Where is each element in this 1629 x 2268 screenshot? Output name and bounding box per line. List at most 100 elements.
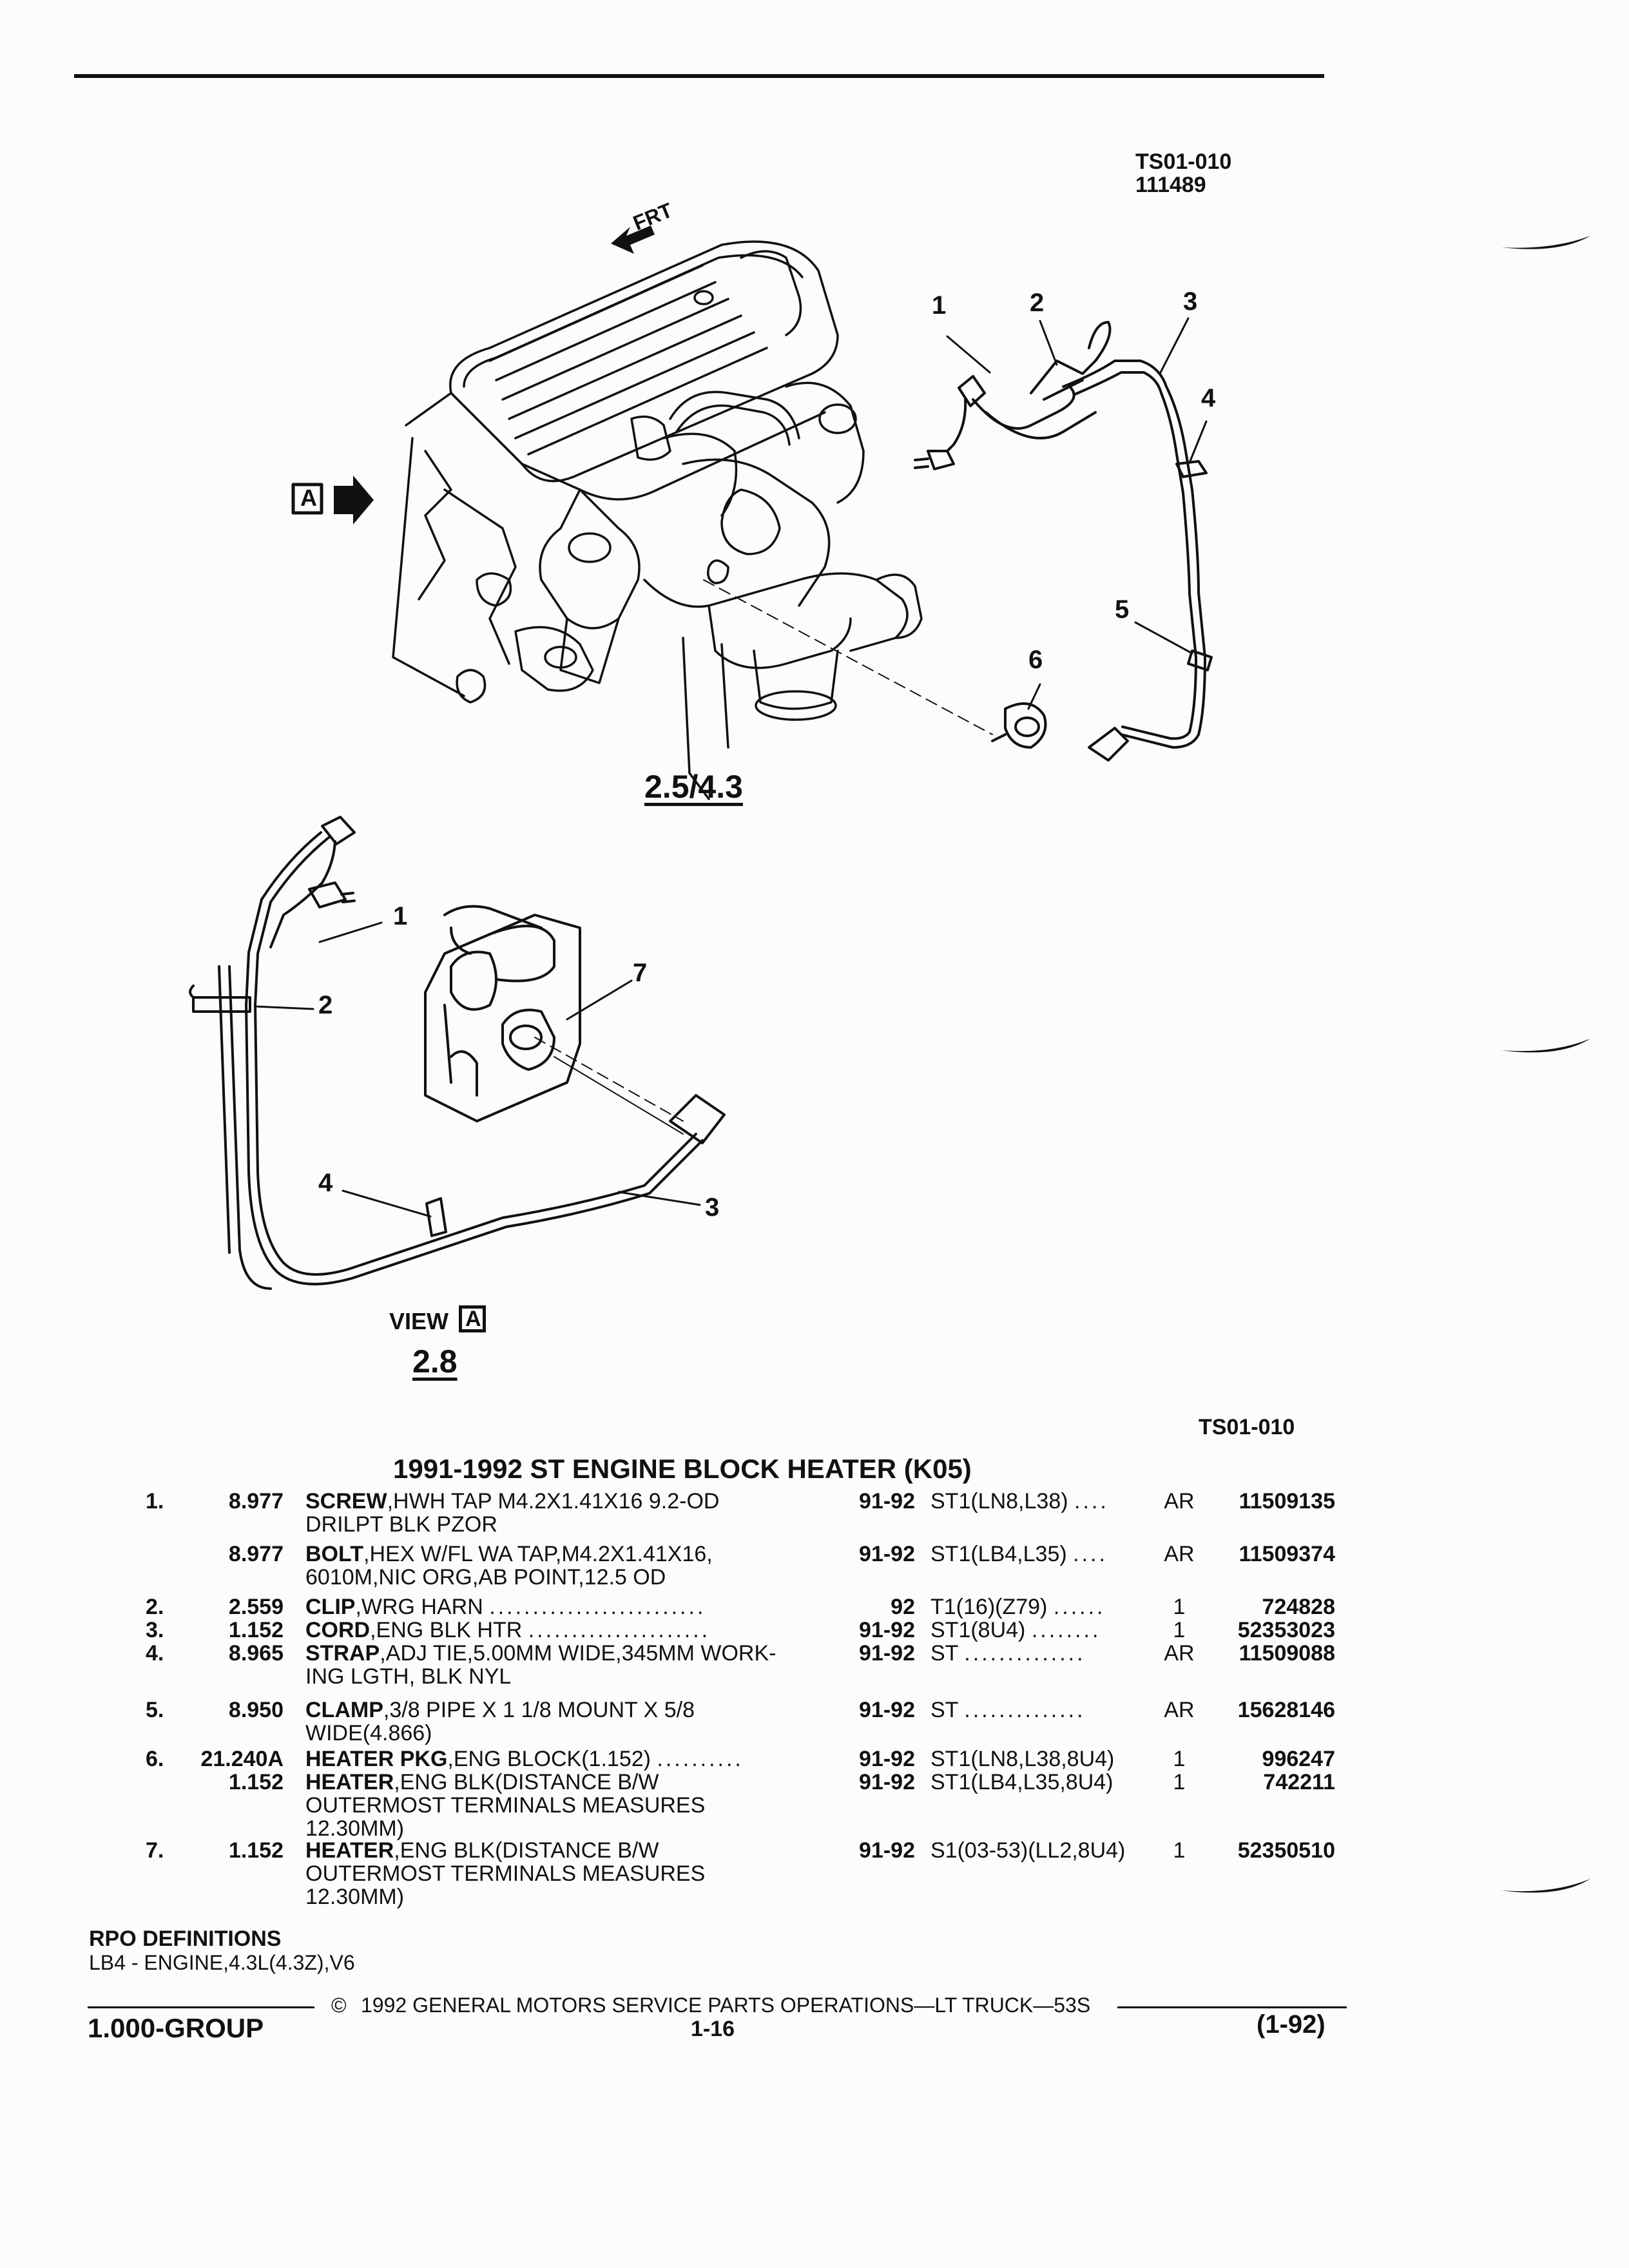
- lower-callout-2: 2: [318, 991, 333, 1019]
- upper-heater-cord: [703, 317, 1213, 762]
- part-number: 742211: [1263, 1770, 1335, 1794]
- item-number: 4.: [146, 1641, 164, 1666]
- part-number: 11509088: [1239, 1641, 1335, 1666]
- model-code: ST ..............: [930, 1642, 1086, 1665]
- upper-callout-4: 4: [1201, 384, 1216, 412]
- rpo-definition: LB4 - ENGINE,4.3L(4.3Z),V6: [89, 1951, 355, 1974]
- upper-callout-2: 2: [1030, 289, 1045, 317]
- part-description: CORD,ENG BLK HTR .....................: [305, 1619, 710, 1642]
- item-number: 6.: [146, 1747, 164, 1771]
- copyright-symbol: ©: [331, 1994, 347, 2017]
- part-description: HEATER,ENG BLK(DISTANCE B/W OUTERMOST TE…: [305, 1771, 705, 1840]
- part-description: STRAP,ADJ TIE,5.00MM WIDE,345MM WORK- IN…: [305, 1642, 776, 1688]
- top-rule: [74, 74, 1324, 78]
- group-number: 2.559: [228, 1595, 284, 1619]
- upper-view-title: 2.5/4.3: [644, 769, 743, 805]
- item-number: 5.: [146, 1698, 164, 1722]
- lower-callout-3: 3: [705, 1193, 720, 1222]
- part-desc-line: WIDE(4.866): [305, 1721, 432, 1745]
- part-number: 724828: [1262, 1595, 1335, 1619]
- item-number: 2.: [146, 1595, 164, 1619]
- part-description: CLAMP,3/8 PIPE X 1 1/8 MOUNT X 5/8 WIDE(…: [305, 1698, 695, 1745]
- quantity: AR: [1164, 1698, 1195, 1722]
- group-number: 8.965: [228, 1641, 284, 1666]
- illustration-number: 111489: [1135, 173, 1206, 197]
- leader-dots: ........: [1031, 1618, 1101, 1642]
- footer-group: 1.000-GROUP: [88, 2013, 264, 2043]
- model-years: 91-92: [859, 1770, 915, 1794]
- view-a-marker-icon: [291, 476, 374, 524]
- part-desc-line: ,ADJ TIE,5.00MM WIDE,345MM WORK-: [380, 1641, 776, 1666]
- model-years: 91-92: [859, 1489, 915, 1514]
- model-code: ST1(LN8,L38) ....: [930, 1490, 1109, 1513]
- part-number: 996247: [1262, 1747, 1335, 1771]
- part-name: CLIP: [305, 1595, 356, 1619]
- model-years: 91-92: [859, 1838, 915, 1863]
- section-title: 1991-1992 ST ENGINE BLOCK HEATER (K05): [393, 1454, 972, 1484]
- illustration-code-footer: TS01-010: [1199, 1415, 1295, 1439]
- model-code-text: T1(16)(Z79): [930, 1595, 1048, 1619]
- model-years: 91-92: [859, 1747, 915, 1771]
- leader-dots: ......: [1053, 1595, 1106, 1619]
- part-number: 11509135: [1239, 1489, 1335, 1514]
- model-code-text: ST: [930, 1698, 958, 1722]
- model-code-text: S1(03-53)(LL2,8U4): [930, 1838, 1126, 1863]
- quantity: AR: [1164, 1542, 1195, 1566]
- model-code: S1(03-53)(LL2,8U4): [930, 1839, 1125, 1862]
- part-description: CLIP,WRG HARN .........................: [305, 1595, 706, 1619]
- front-arrow-icon: [611, 226, 655, 254]
- part-name: HEATER: [305, 1838, 394, 1863]
- part-name: STRAP: [305, 1641, 380, 1666]
- part-name: HEATER PKG: [305, 1747, 448, 1771]
- model-years: 92: [891, 1595, 915, 1619]
- item-number: 3.: [146, 1618, 164, 1642]
- part-description: HEATER,ENG BLK(DISTANCE B/W OUTERMOST TE…: [305, 1839, 705, 1908]
- lower-callout-1: 1: [393, 902, 408, 930]
- part-desc-line: 12.30MM): [305, 1885, 405, 1909]
- item-number: 1.: [146, 1489, 164, 1514]
- part-name: SCREW: [305, 1489, 387, 1514]
- model-code: ST1(8U4) ........: [930, 1619, 1101, 1642]
- binding-marks: [1501, 236, 1590, 1893]
- quantity: AR: [1164, 1641, 1195, 1666]
- part-desc-line: ,ENG BLK(DISTANCE B/W: [394, 1838, 659, 1863]
- leader-dots: ..............: [964, 1698, 1086, 1722]
- model-code: ST1(LB4,L35,8U4): [930, 1771, 1113, 1794]
- model-code: ST1(LN8,L38,8U4): [930, 1747, 1114, 1771]
- quantity: 1: [1173, 1838, 1186, 1863]
- quantity: 1: [1173, 1595, 1186, 1619]
- model-code: ST ..............: [930, 1698, 1086, 1722]
- model-years: 91-92: [859, 1641, 915, 1666]
- illustration-code: TS01-010: [1135, 149, 1232, 174]
- item-number: 7.: [146, 1838, 164, 1863]
- part-number: 52350510: [1237, 1838, 1335, 1863]
- quantity: 1: [1173, 1747, 1186, 1771]
- upper-callout-5: 5: [1115, 595, 1130, 624]
- part-description: BOLT,HEX W/FL WA TAP,M4.2X1.41X16, 6010M…: [305, 1542, 713, 1589]
- copyright-text: 1992 GENERAL MOTORS SERVICE PARTS OPERAT…: [361, 1994, 1091, 2017]
- model-years: 91-92: [859, 1698, 915, 1722]
- leader-dots: ....: [1074, 1489, 1109, 1514]
- part-desc-line: ,ENG BLK(DISTANCE B/W: [394, 1770, 659, 1794]
- part-desc-line: ,HEX W/FL WA TAP,M4.2X1.41X16,: [363, 1542, 713, 1566]
- part-number: 11509374: [1239, 1542, 1335, 1566]
- quantity: 1: [1173, 1618, 1186, 1642]
- group-number: 1.152: [228, 1770, 284, 1794]
- model-code-text: ST1(8U4): [930, 1618, 1026, 1642]
- engine-block-heater-diagram: FRT A 1 2 3 4 5 6 2.5/4.3 1 2 7 4 3 VIEW…: [189, 198, 1216, 1379]
- lower-view-a-drawing: [189, 816, 726, 1290]
- part-desc-line: DRILPT BLK PZOR: [305, 1512, 497, 1537]
- part-desc-line: ,3/8 PIPE X 1 1/8 MOUNT X 5/8: [383, 1698, 695, 1722]
- group-number: 8.977: [228, 1542, 284, 1566]
- part-name: CORD: [305, 1618, 371, 1642]
- part-name: CLAMP: [305, 1698, 383, 1722]
- part-desc-line: 12.30MM): [305, 1816, 405, 1841]
- view-label: VIEW: [389, 1308, 449, 1334]
- upper-engine-drawing: [392, 240, 923, 800]
- model-code-text: ST1(LB4,L35,8U4): [930, 1770, 1113, 1794]
- group-number: 8.950: [228, 1698, 284, 1722]
- part-description: HEATER PKG,ENG BLOCK(1.152) ..........: [305, 1747, 744, 1771]
- leader-dots: ....: [1073, 1542, 1108, 1566]
- part-desc-line: OUTERMOST TERMINALS MEASURES: [305, 1793, 706, 1818]
- model-code-text: ST1(LN8,L38,8U4): [930, 1747, 1115, 1771]
